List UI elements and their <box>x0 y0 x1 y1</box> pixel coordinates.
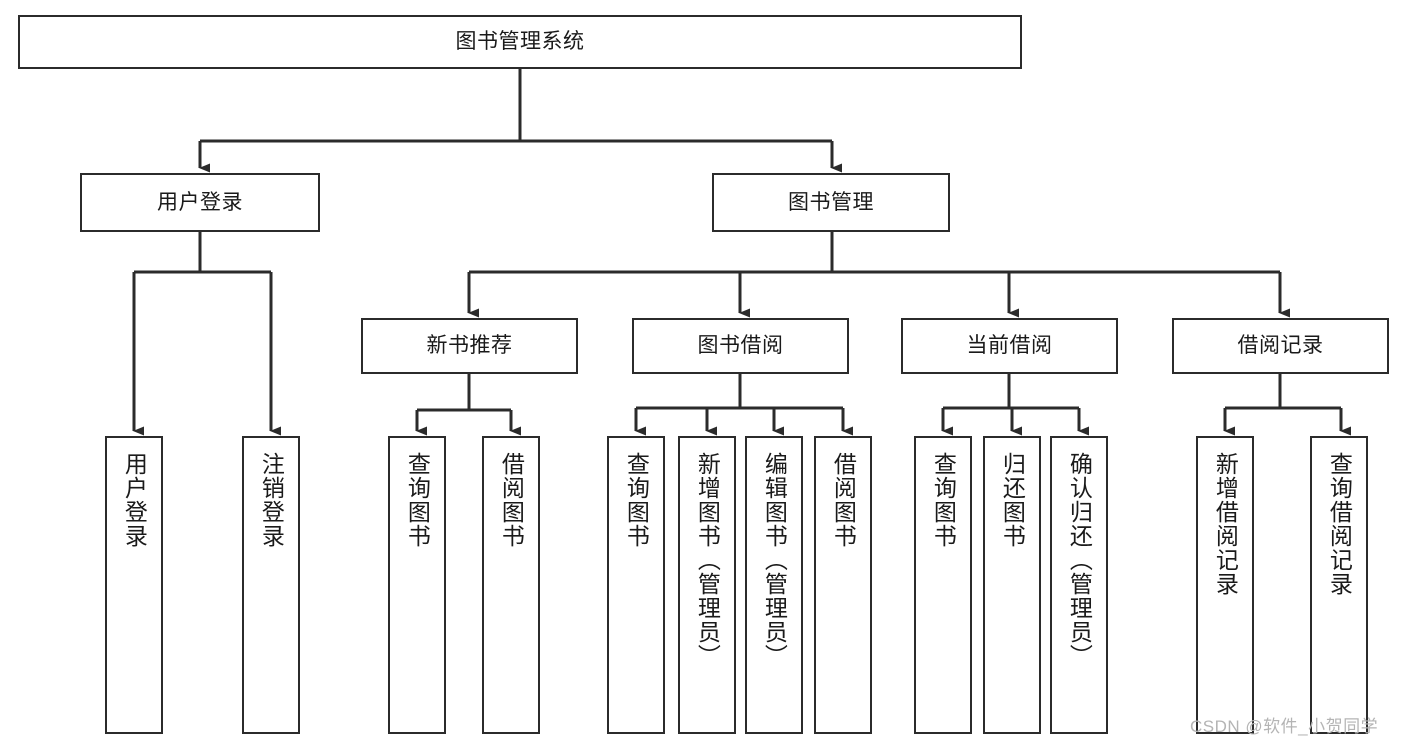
node-leaf-query-book-3[interactable]: 查询图书 <box>914 436 972 734</box>
node-leaf-add-record[interactable]: 新增借阅记录 <box>1196 436 1254 734</box>
node-leaf-return-book[interactable]: 归还图书 <box>983 436 1041 734</box>
node-leaf-logout[interactable]: 注销登录 <box>242 436 300 734</box>
node-new-book-recommend[interactable]: 新书推荐 <box>361 318 578 374</box>
node-book-manage-label: 图书管理 <box>788 190 874 214</box>
node-leaf-query-record[interactable]: 查询借阅记录 <box>1310 436 1368 734</box>
node-leaf-borrow-book-2-label: 借阅图书 <box>830 452 857 548</box>
node-book-manage[interactable]: 图书管理 <box>712 173 950 232</box>
node-borrow-record[interactable]: 借阅记录 <box>1172 318 1389 374</box>
node-leaf-logout-label: 注销登录 <box>258 452 285 548</box>
node-leaf-edit-book[interactable]: 编辑图书（管理员） <box>745 436 803 734</box>
node-borrow-record-label: 借阅记录 <box>1237 334 1324 358</box>
node-leaf-borrow-book-1[interactable]: 借阅图书 <box>482 436 540 734</box>
node-leaf-add-book[interactable]: 新增图书（管理员） <box>678 436 736 734</box>
node-current-borrow-label: 当前借阅 <box>966 334 1053 358</box>
node-leaf-add-book-label: 新增图书（管理员） <box>694 452 721 668</box>
csdn-watermark: CSDN @软件_小贺同学 <box>1190 717 1379 736</box>
node-leaf-query-book-1[interactable]: 查询图书 <box>388 436 446 734</box>
node-book-borrow[interactable]: 图书借阅 <box>632 318 849 374</box>
node-leaf-confirm-return[interactable]: 确认归还（管理员） <box>1050 436 1108 734</box>
node-new-book-recommend-label: 新书推荐 <box>426 334 513 358</box>
node-leaf-confirm-return-label: 确认归还（管理员） <box>1066 452 1093 668</box>
node-leaf-query-record-label: 查询借阅记录 <box>1326 452 1353 596</box>
node-leaf-user-login[interactable]: 用户登录 <box>105 436 163 734</box>
node-leaf-edit-book-label: 编辑图书（管理员） <box>761 452 788 668</box>
node-root[interactable]: 图书管理系统 <box>18 15 1022 69</box>
node-leaf-query-book-1-label: 查询图书 <box>404 452 431 548</box>
node-leaf-return-book-label: 归还图书 <box>999 452 1026 548</box>
node-leaf-query-book-2[interactable]: 查询图书 <box>607 436 665 734</box>
node-book-borrow-label: 图书借阅 <box>697 334 784 358</box>
node-leaf-query-book-2-label: 查询图书 <box>623 452 650 548</box>
node-user-login-label: 用户登录 <box>157 190 243 214</box>
node-leaf-borrow-book-2[interactable]: 借阅图书 <box>814 436 872 734</box>
node-leaf-borrow-book-1-label: 借阅图书 <box>498 452 525 548</box>
node-root-label: 图书管理系统 <box>455 30 585 54</box>
node-leaf-add-record-label: 新增借阅记录 <box>1212 452 1239 596</box>
node-current-borrow[interactable]: 当前借阅 <box>901 318 1118 374</box>
node-leaf-query-book-3-label: 查询图书 <box>930 452 957 548</box>
node-leaf-user-login-label: 用户登录 <box>121 452 148 548</box>
node-user-login[interactable]: 用户登录 <box>80 173 320 232</box>
